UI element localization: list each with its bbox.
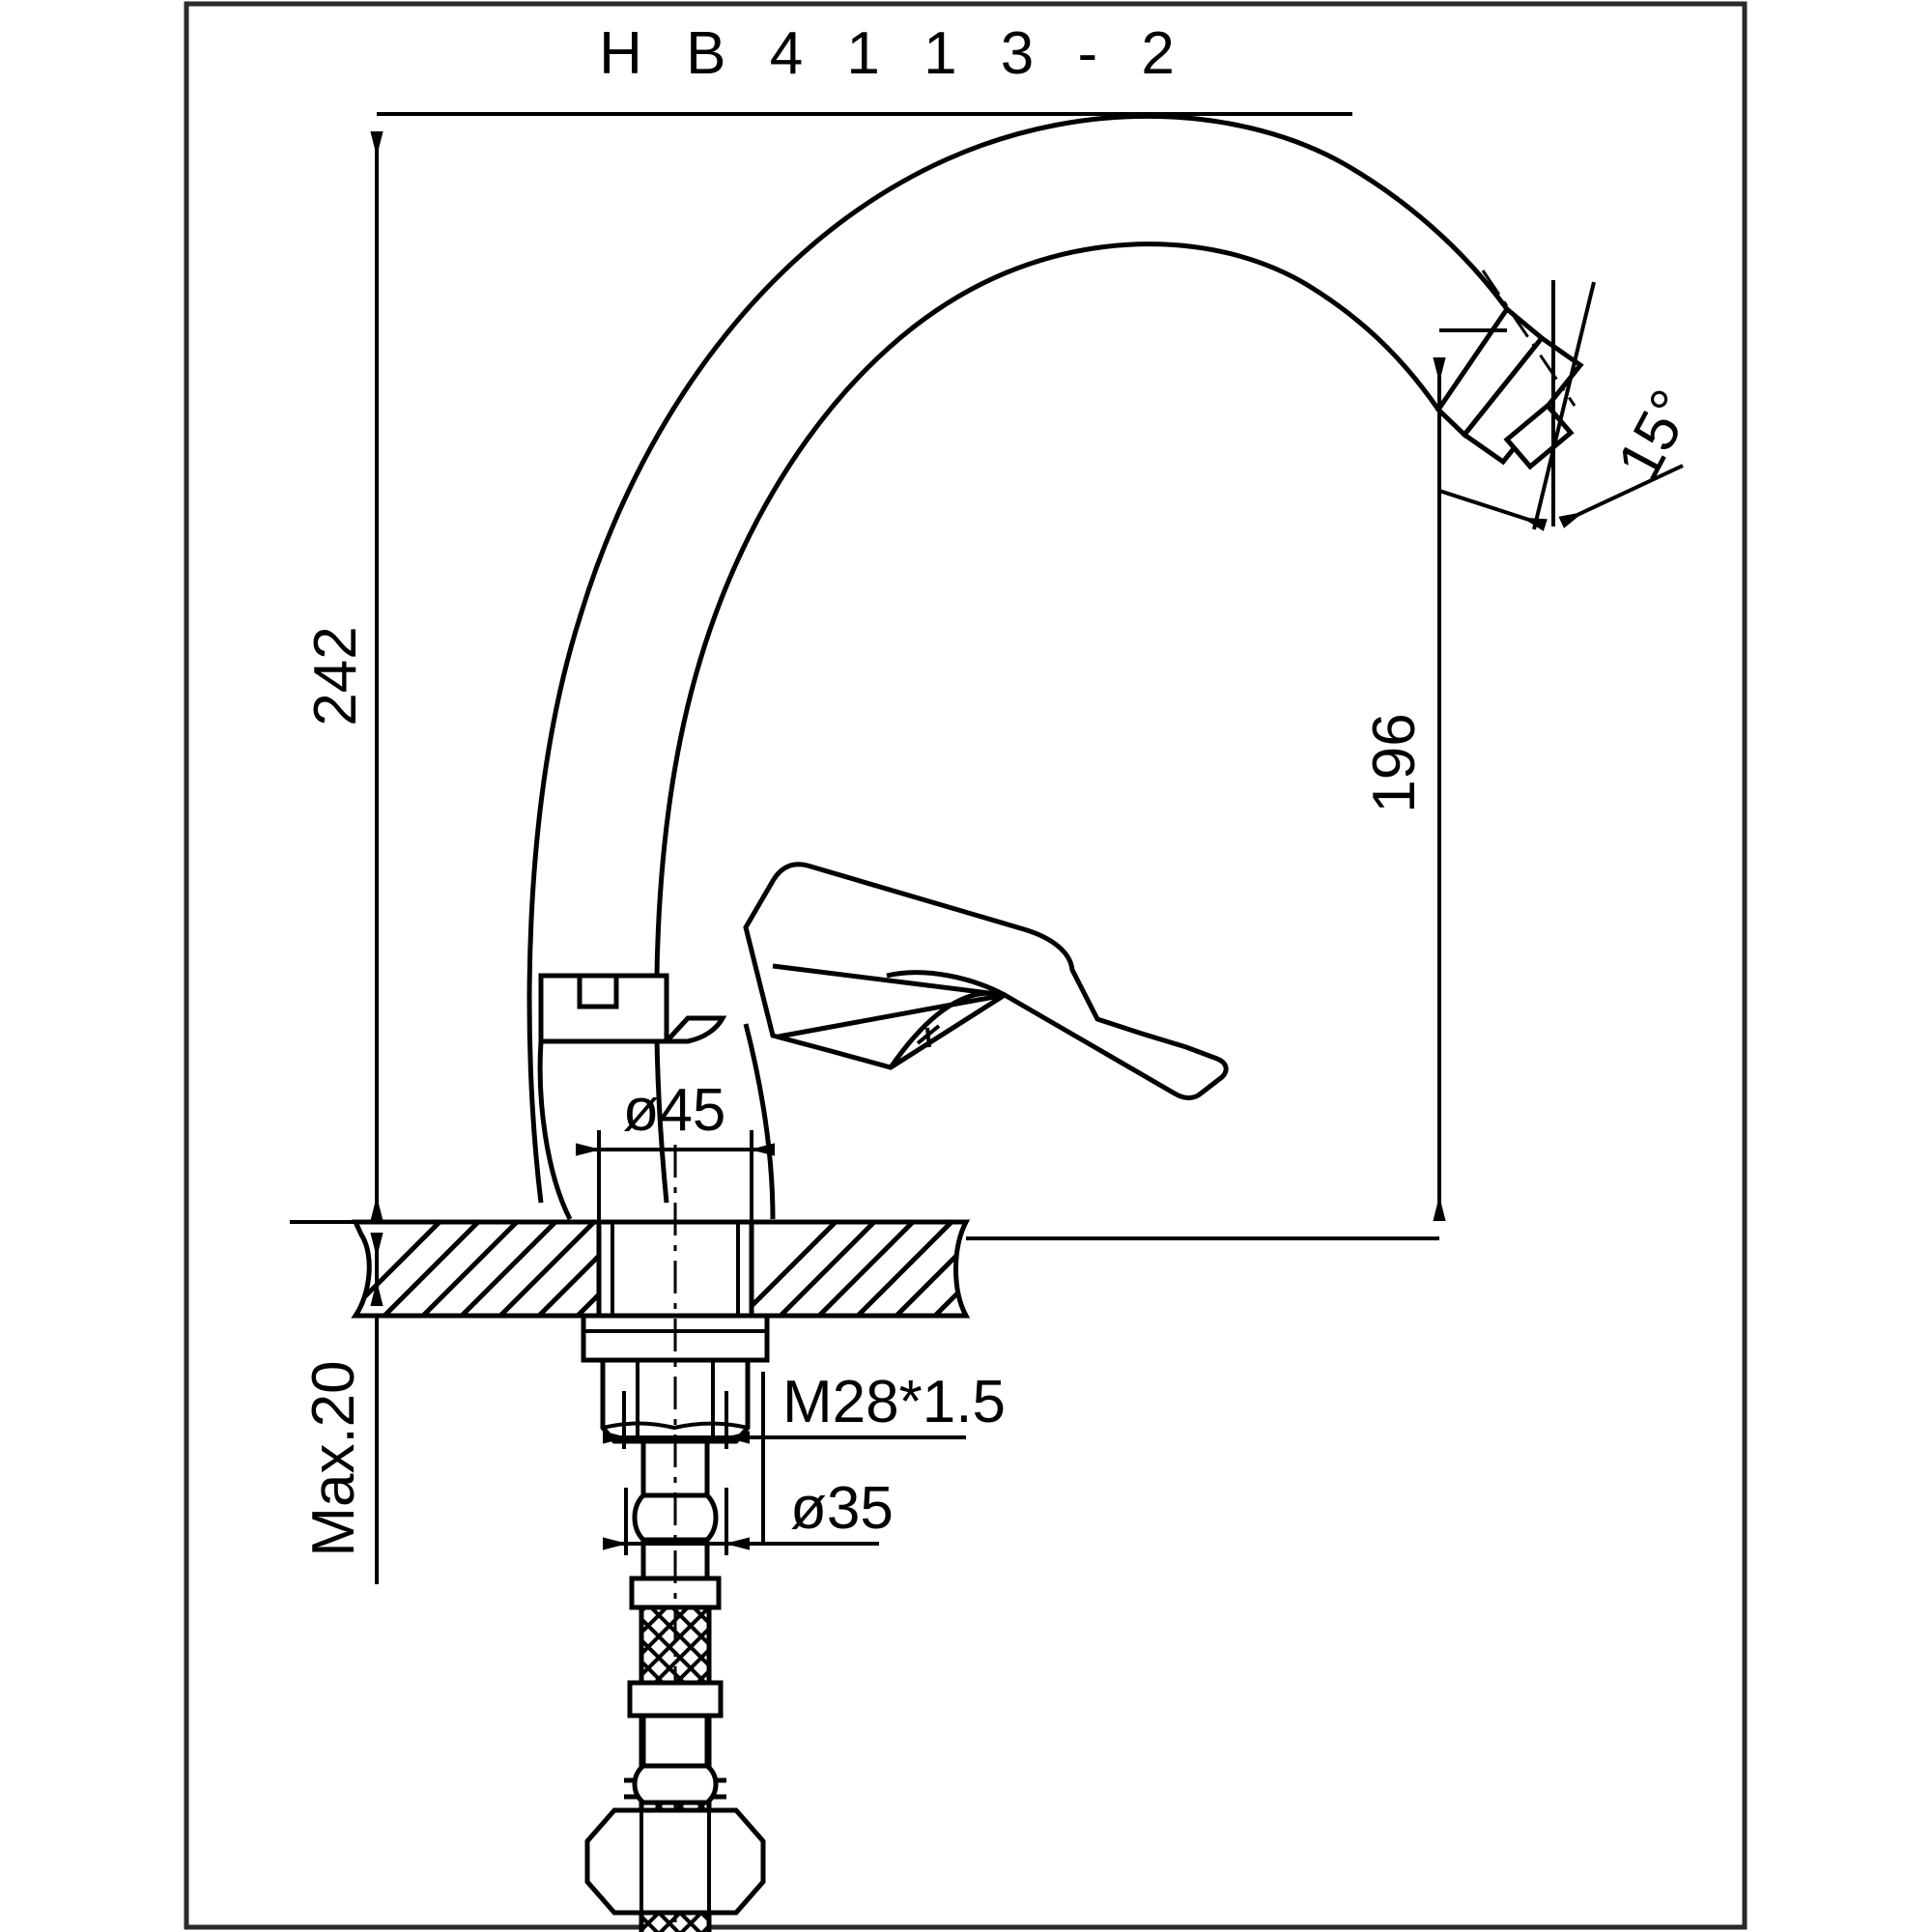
dimension-242 [370, 112, 1352, 1221]
dimension-m28 [603, 1391, 966, 1449]
cartridge-body [537, 973, 776, 1221]
dim196-label: 196 [1361, 713, 1428, 812]
dim45-label: ø45 [623, 1077, 726, 1144]
dim242-label: 242 [302, 626, 369, 725]
hex-nut [584, 1807, 766, 1916]
angle-arrow-left [1438, 489, 1548, 531]
d35-label: ø35 [790, 1475, 894, 1542]
section-hatching-right [752, 1222, 966, 1316]
hose-end-fittings-final [584, 1680, 766, 1916]
angle-arrow-right [1558, 464, 1684, 528]
end-bulge [632, 1763, 719, 1805]
dimension-max20 [290, 1220, 384, 1584]
angle-slope-ref [1532, 281, 1596, 530]
page-title: H B 4 1 1 3 - 2 [599, 20, 1188, 87]
end-ferrule [640, 1713, 710, 1769]
spout-arm [526, 113, 1510, 1204]
dimension-196 [966, 328, 1507, 1240]
dimension-dia35 [603, 1372, 879, 1555]
aerator-center-line [1481, 270, 1577, 407]
max20-label: Max.20 [300, 1360, 367, 1556]
angle-15-marks [1438, 280, 1684, 531]
end-collar-final [627, 1680, 724, 1719]
lever-handle [743, 862, 1229, 1100]
m28-label: M28*1.5 [782, 1369, 1006, 1435]
